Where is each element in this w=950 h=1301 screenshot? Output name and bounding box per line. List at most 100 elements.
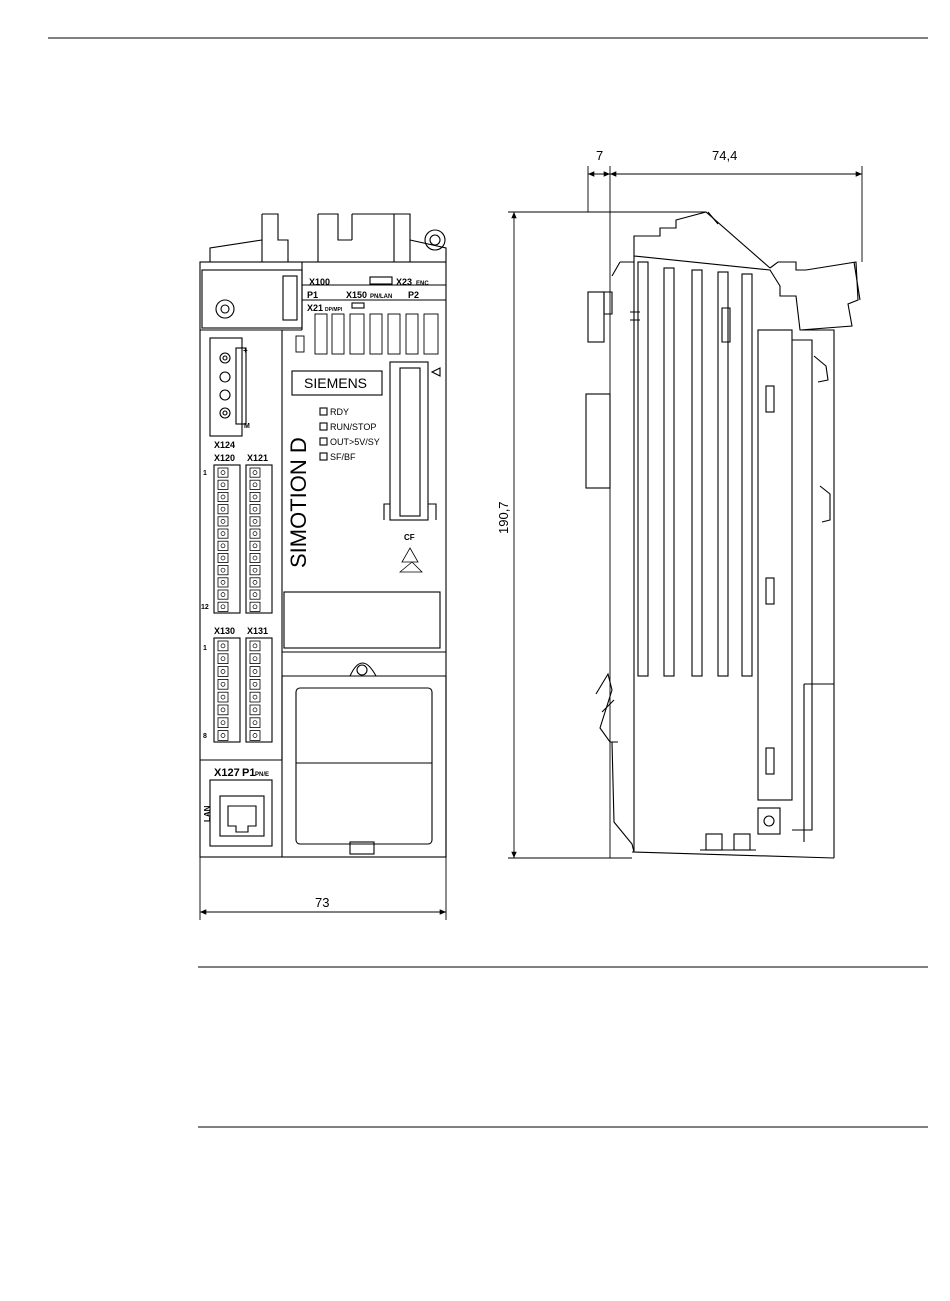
terminal-screw: [253, 644, 257, 648]
terminal-screw: [253, 734, 257, 738]
terminal-screw: [253, 471, 257, 475]
label-enc: ENC: [416, 281, 429, 287]
terminal-pin: [218, 492, 228, 501]
terminal-pin: [250, 679, 260, 689]
label-pn-lan: PN/LAN: [370, 294, 392, 300]
terminal-screw: [253, 507, 257, 511]
terminal-pin: [250, 641, 260, 651]
terminal-pin: [218, 517, 228, 526]
label-pin12: 12: [201, 604, 209, 611]
terminal-screw: [253, 495, 257, 499]
terminal-pin: [250, 692, 260, 702]
terminal-screw: [253, 544, 257, 548]
label-x124: X124: [214, 440, 235, 450]
terminal-pin: [250, 667, 260, 677]
terminal-screw: [253, 519, 257, 523]
terminal-screw: [253, 483, 257, 487]
label-x121: X121: [247, 453, 268, 463]
terminal-pin: [218, 468, 228, 477]
terminal-pin: [250, 578, 260, 587]
terminal-screw: [221, 507, 225, 511]
label-x23: X23: [396, 277, 412, 287]
terminal-screw: [221, 670, 225, 674]
terminal-screw: [221, 734, 225, 738]
terminal-pin: [250, 590, 260, 599]
label-x127-pne: PN/E: [255, 772, 269, 778]
led-label-sf-bf: SF/BF: [330, 452, 356, 462]
terminal-screw: [221, 721, 225, 725]
label-x100: X100: [309, 277, 330, 287]
terminal-pin: [218, 566, 228, 575]
dim-height: 190,7: [496, 501, 511, 534]
terminal-screw: [253, 721, 257, 725]
label-x127: X127: [214, 767, 240, 779]
terminal-screw: [221, 644, 225, 648]
terminal-pin: [218, 505, 228, 514]
terminal-pin: [218, 590, 228, 599]
terminal-screw: [221, 483, 225, 487]
terminal-pin: [218, 679, 228, 689]
product-name: SIMOTION D: [286, 437, 311, 568]
label-lan: LAN: [203, 805, 212, 822]
terminal-screw: [253, 695, 257, 699]
terminal-pin: [250, 566, 260, 575]
label-p1: P1: [307, 290, 318, 300]
terminal-screw: [221, 568, 225, 572]
terminal-screw: [253, 605, 257, 609]
terminal-pin: [250, 492, 260, 501]
terminal-pin: [218, 553, 228, 562]
led-label-run-stop: RUN/STOP: [330, 422, 376, 432]
terminal-pin: [218, 731, 228, 741]
terminal-screw: [253, 708, 257, 712]
terminal-screw: [221, 695, 225, 699]
terminal-pin: [218, 705, 228, 715]
label-x130: X130: [214, 626, 235, 636]
terminal-screw: [221, 657, 225, 661]
terminal-screw: [253, 556, 257, 560]
terminal-pin: [250, 517, 260, 526]
side-view: [586, 212, 860, 858]
terminal-screw: [221, 519, 225, 523]
terminal-screw: [253, 580, 257, 584]
label-p2: P2: [408, 290, 419, 300]
label-x21: X21: [307, 303, 323, 313]
terminal-pin: [250, 705, 260, 715]
front-labels: X100 X23 ENC P1 X150 PN/LAN P2 X21 DP/MP…: [201, 277, 429, 822]
terminal-pin: [218, 480, 228, 489]
label-dp-mpi: DP/MPI: [325, 307, 343, 313]
terminal-screw: [221, 580, 225, 584]
terminal-screw: [221, 471, 225, 475]
terminal-screw: [221, 708, 225, 712]
terminal-screw: [253, 593, 257, 597]
terminal-screw: [221, 556, 225, 560]
label-x127-p1: P1: [242, 767, 255, 779]
terminal-pin: [250, 541, 260, 550]
led-label-rdy: RDY: [330, 407, 349, 417]
terminal-screw: [253, 670, 257, 674]
terminal-pin: [218, 654, 228, 664]
dim-front-width: 73: [315, 895, 329, 910]
terminal-pin: [218, 529, 228, 538]
terminal-screw: [253, 682, 257, 686]
terminal-pin: [218, 602, 228, 611]
terminal-pin: [250, 468, 260, 477]
terminal-pin: [250, 505, 260, 514]
label-x120: X120: [214, 453, 235, 463]
dim-side-offset: 7: [596, 148, 603, 163]
terminal-pin: [250, 718, 260, 728]
label-pin1-x120: 1: [203, 470, 207, 477]
terminal-screw: [221, 682, 225, 686]
terminal-pin: [218, 541, 228, 550]
label-cf: CF: [404, 533, 415, 542]
brand-logo: SIEMENS: [304, 375, 367, 391]
terminal-screw: [253, 657, 257, 661]
label-pin8: 8: [203, 733, 207, 740]
label-m: M: [244, 423, 250, 430]
label-plus: +: [243, 346, 248, 355]
terminal-pin: [250, 602, 260, 611]
terminal-pin: [218, 718, 228, 728]
terminal-screw: [221, 532, 225, 536]
dim-side-depth: 74,4: [712, 148, 737, 163]
label-x131: X131: [247, 626, 268, 636]
terminal-screw: [221, 605, 225, 609]
